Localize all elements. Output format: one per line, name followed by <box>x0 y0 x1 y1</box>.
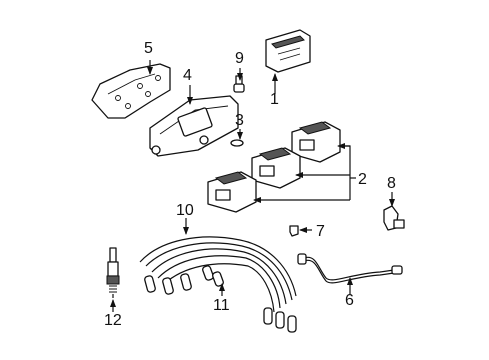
part-10-spark-plug-wire-set <box>139 236 297 333</box>
callout-4: 4 <box>183 67 192 84</box>
callout-3: 3 <box>235 112 244 129</box>
callout-10: 10 <box>176 202 194 219</box>
part-6-lead-wire <box>297 253 403 284</box>
part-9-sensor <box>233 75 245 93</box>
callout-12: 12 <box>104 312 122 329</box>
callout-7: 7 <box>316 223 325 240</box>
callout-2: 2 <box>358 171 367 188</box>
part-2-ignition-coil-middle <box>251 147 301 189</box>
part-5-module-bracket <box>91 63 171 119</box>
part-2-ignition-coil-lower <box>207 171 257 213</box>
callout-11: 11 <box>213 297 230 314</box>
callout-1: 1 <box>270 91 279 108</box>
callout-8: 8 <box>387 175 396 192</box>
part-1-module <box>265 29 311 73</box>
callout-5: 5 <box>144 40 153 57</box>
part-4-ignition-control-module <box>149 95 239 157</box>
callout-6: 6 <box>345 292 354 309</box>
part-11-boot <box>202 265 224 287</box>
part-12-spark-plug <box>106 247 120 298</box>
part-8-sensor <box>383 205 405 231</box>
leader-2-bracket <box>342 145 351 200</box>
part-2-ignition-coil-upper <box>291 121 341 163</box>
callout-9: 9 <box>235 50 244 67</box>
part-7-connector <box>289 225 299 237</box>
part-3-clip <box>230 139 244 147</box>
